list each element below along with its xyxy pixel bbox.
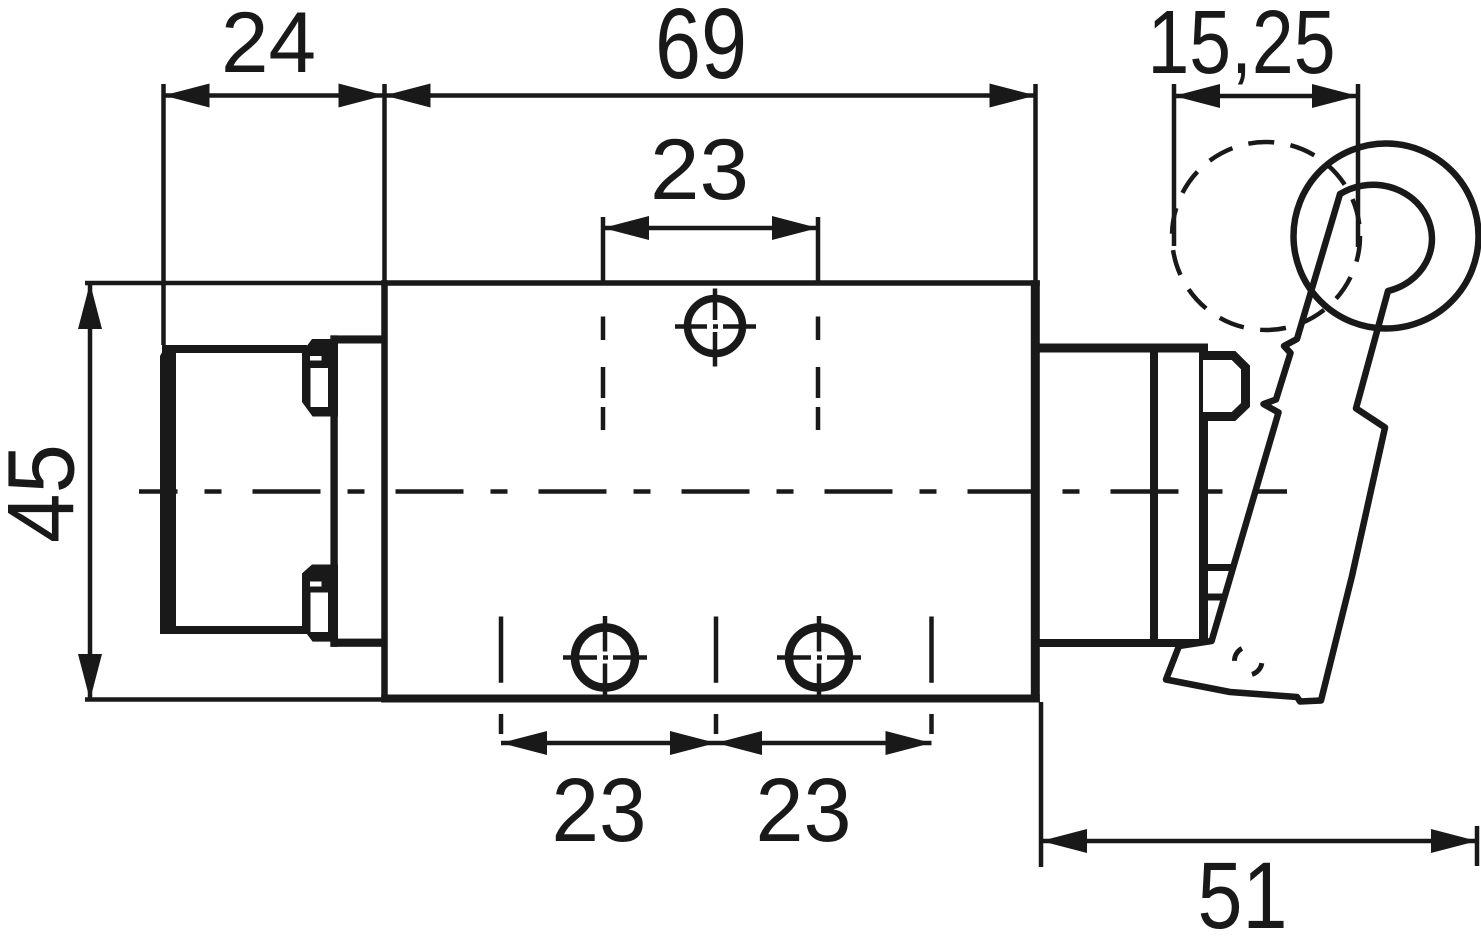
svg-text:24: 24 (221, 0, 316, 91)
svg-text:15,25: 15,25 (1148, 0, 1336, 93)
svg-text:23: 23 (650, 122, 749, 218)
svg-text:23: 23 (552, 761, 647, 861)
svg-text:23: 23 (756, 761, 852, 861)
svg-text:51: 51 (1198, 843, 1288, 944)
svg-text:45: 45 (0, 444, 95, 543)
svg-text:69: 69 (655, 0, 747, 100)
